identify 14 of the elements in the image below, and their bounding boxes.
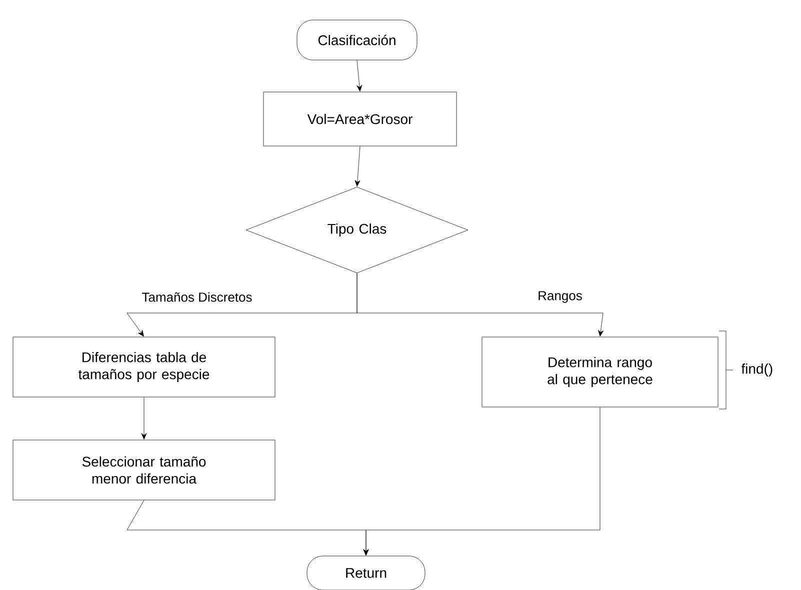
process-box: Seleccionar tamaño menor diferencia xyxy=(12,440,276,500)
arrow xyxy=(141,397,147,440)
arrow xyxy=(356,60,362,92)
terminal-box: Return xyxy=(306,556,426,590)
terminal-box: Clasificación xyxy=(296,20,418,60)
arrow xyxy=(354,146,360,186)
arrow xyxy=(363,407,600,556)
arrow xyxy=(356,273,604,336)
process-box: Vol=Area*Grosor xyxy=(263,92,457,146)
annotation-text: find() xyxy=(741,363,772,377)
process-box: Diferencias tabla de tamaños por especie xyxy=(12,336,276,398)
process-box: Determina rango al que pertenece xyxy=(482,336,718,408)
edge-label: Rangos xyxy=(536,290,584,304)
edge-label: Tamaños Discretos xyxy=(140,291,254,303)
